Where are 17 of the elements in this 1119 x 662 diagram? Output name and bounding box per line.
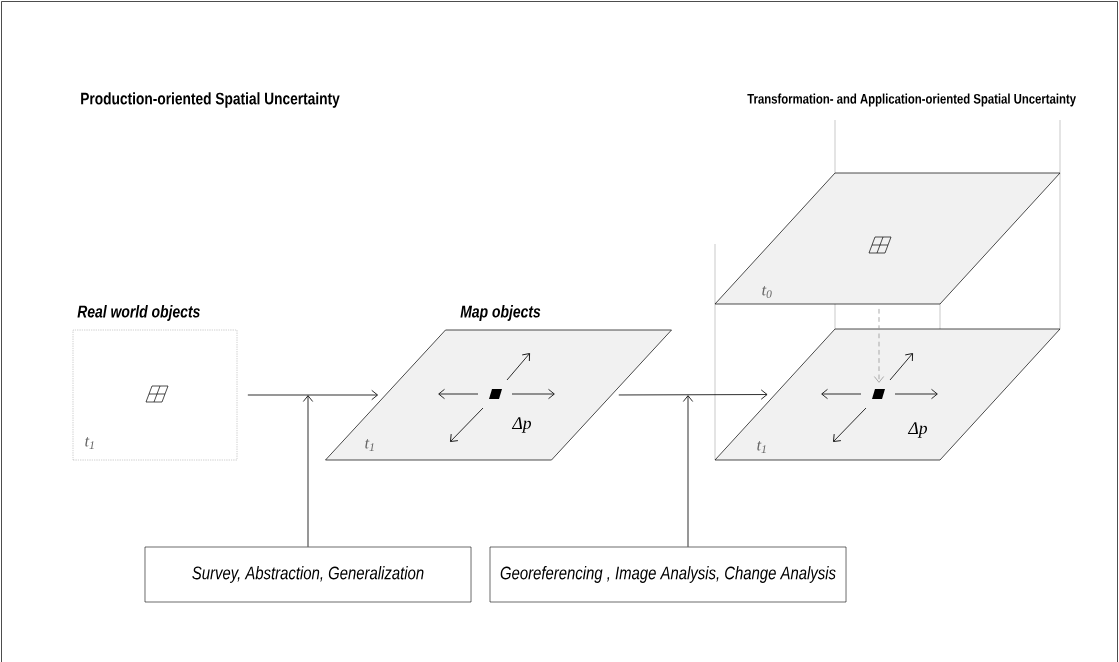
arrow [302, 395, 314, 548]
dashed-frame: t$_{1}$ [72, 329, 238, 461]
node-label: Δp [511, 417, 532, 433]
process-box: Survey, Abstraction, Generalization [144, 546, 472, 603]
map-plane: t$_{1}$ Δp [714, 328, 1061, 461]
section-title: Production-oriented Spatial Uncertainty [81, 92, 340, 108]
plane-heading: Real world objects [77, 305, 200, 321]
map-plane: t$_{0}$ [714, 172, 1061, 305]
process-box: Georeferencing , Image Analysis, Change Analysis [489, 546, 847, 603]
arrow [682, 395, 694, 548]
node-label: t$_{1}$ [365, 439, 374, 451]
arrow [247, 389, 378, 401]
map-plane: t$_{1}$ Δp [325, 329, 672, 461]
section-title: Transformation- and Application-oriented Spatial Uncertainty [747, 93, 1076, 107]
arrow [618, 389, 768, 400]
arrow [873, 308, 885, 383]
plane-heading: Map objects [460, 305, 541, 321]
